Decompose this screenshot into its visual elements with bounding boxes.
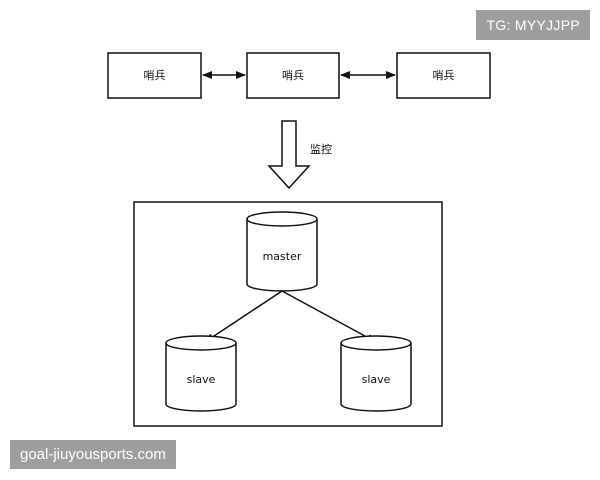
monitor-arrow — [267, 120, 311, 190]
sentinel-label-1: 哨兵 — [144, 69, 166, 82]
monitor-label: 监控 — [310, 142, 332, 156]
slave-node-left: slave — [165, 335, 237, 412]
replication-arrow-right — [281, 290, 377, 343]
watermark-top-right: TG: MYYJJPP — [476, 10, 590, 40]
master-label: master — [263, 250, 302, 263]
sentinel-label-3: 哨兵 — [433, 69, 455, 82]
slave-label-right: slave — [362, 373, 391, 386]
slave-node-right: slave — [340, 335, 412, 412]
sentinel-node-1: 哨兵 — [107, 52, 202, 99]
replication-arrow-left — [204, 290, 283, 343]
sentinel-label-2: 哨兵 — [282, 69, 304, 82]
sentinel-node-3: 哨兵 — [396, 52, 491, 99]
slave-label-left: slave — [187, 373, 216, 386]
master-node: master — [246, 211, 318, 292]
sentinel-node-2: 哨兵 — [246, 52, 340, 99]
watermark-bottom-left: goal-jiuyousports.com — [10, 440, 176, 469]
